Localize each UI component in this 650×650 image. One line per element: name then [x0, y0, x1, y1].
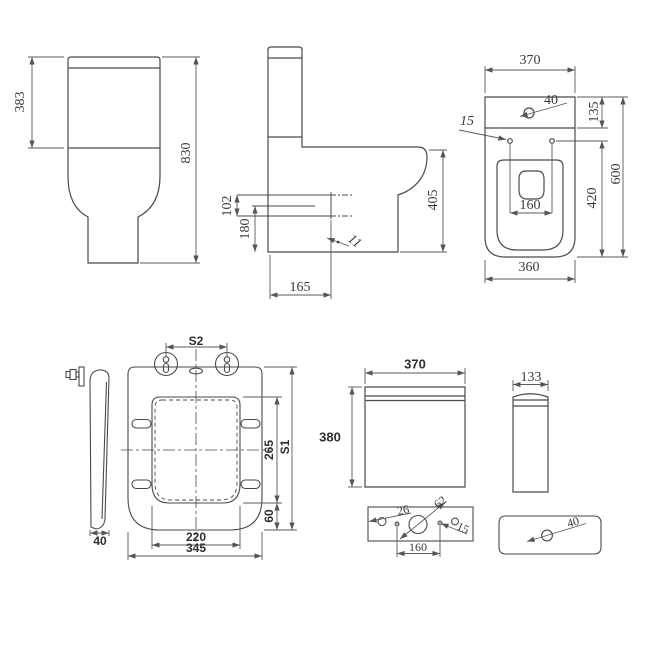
- dim-opening-length: 265: [262, 439, 276, 461]
- dim-outlet-spacing: 102: [220, 195, 235, 217]
- dim-base-fixing-spacing: 160: [409, 540, 427, 554]
- dim-overall-height: 830: [179, 142, 194, 164]
- dim-hinge-spacing-s2: S2: [188, 334, 204, 348]
- dim-pan-depth: 420: [585, 187, 600, 209]
- dim-pan-width: 360: [518, 260, 540, 275]
- toilet-plan-view: [458, 66, 628, 283]
- dim-cistern-front-height: 380: [319, 429, 341, 445]
- dim-overall-depth: 600: [609, 163, 624, 185]
- dim-cistern-depth: 135: [587, 101, 602, 123]
- dim-cistern-front-width: 370: [404, 356, 426, 372]
- dim-seat-hole-spacing: 160: [519, 198, 541, 213]
- dim-base-small-hole: 26: [395, 501, 411, 519]
- seat-side-view: [65, 366, 110, 536]
- cistern-lid-detail: [498, 515, 602, 555]
- dim-outlet-setout: 165: [289, 280, 311, 295]
- dim-cistern-side-depth: 133: [520, 370, 542, 385]
- dim-seat-thickness: 40: [93, 534, 107, 548]
- dim-opening-width: 220: [185, 530, 207, 544]
- cistern-base-detail: [367, 502, 474, 557]
- dim-button-hole: 40: [544, 93, 558, 108]
- seat-plan-view: [121, 343, 297, 560]
- dim-seat-overall-width: 345: [185, 541, 207, 555]
- toilet-side-view: [234, 46, 447, 299]
- cistern-front-view: [348, 368, 466, 488]
- dim-cistern-width: 370: [519, 53, 541, 68]
- cistern-side-view: [512, 380, 549, 493]
- dim-seat-hole: 15: [460, 114, 474, 129]
- dim-cistern-height: 383: [13, 91, 28, 113]
- dim-outlet-height: 180: [238, 218, 253, 240]
- toilet-front-view: [28, 56, 200, 264]
- dim-bowl-height: 405: [426, 189, 441, 211]
- dim-overall-length-s1: S1: [278, 439, 292, 455]
- dim-hinge-zone: 60: [262, 509, 276, 523]
